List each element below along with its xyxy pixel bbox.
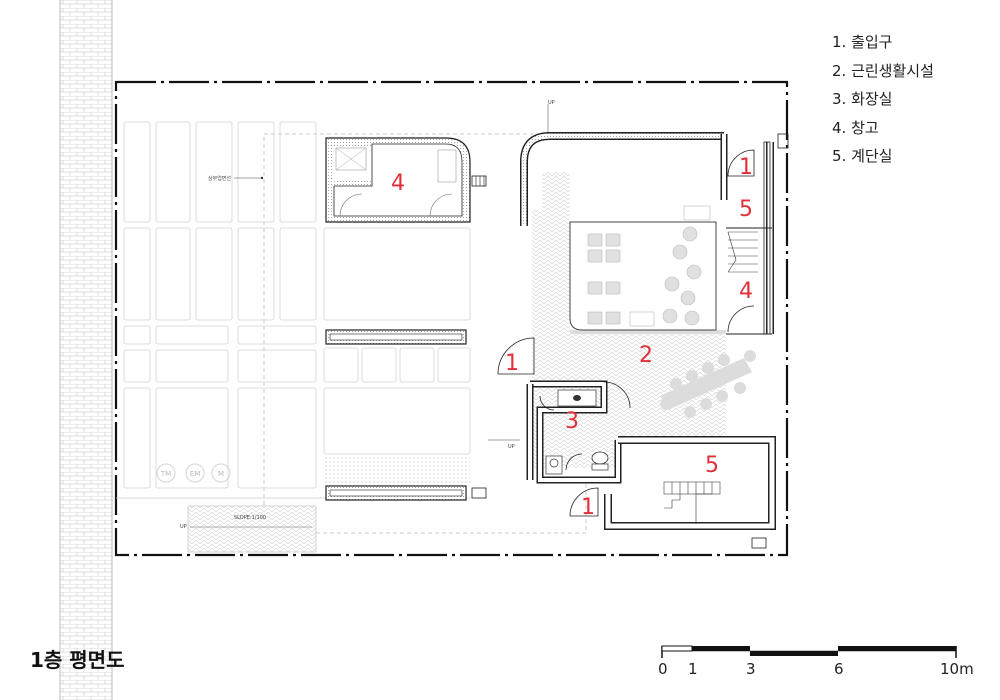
legend-item-retail: 2. 근린생활시설 — [832, 61, 934, 80]
room-label-storage-right: 4 — [739, 279, 753, 304]
boundary-note: 상부업면선 — [208, 175, 264, 182]
entrance-ramp: SLOPE:1/100 UP — [180, 505, 317, 553]
legend-item-storage: 4. 창고 — [832, 118, 879, 137]
dotted-paving — [324, 456, 470, 486]
room-label-entrance-mid: 1 — [505, 351, 519, 376]
room-label-stair-bottom: 5 — [705, 453, 719, 478]
up-marks — [488, 104, 549, 441]
scale-label-1: 1 — [688, 660, 698, 678]
restroom-fixtures — [545, 389, 609, 475]
column-detail — [777, 133, 789, 149]
parking-mark-tm: TM — [160, 470, 171, 478]
parking-mark-em: EM — [190, 470, 200, 478]
up-mark-ramp: UP — [180, 524, 187, 530]
room-label-storage-left: 4 — [391, 171, 405, 196]
column-detail-bottom — [751, 537, 767, 549]
room-label-stair-top-right: 5 — [739, 197, 753, 222]
scale-label-10m: 10m — [940, 660, 974, 678]
parking-marks: TM EM M — [156, 463, 231, 483]
room-label-entrance-bottom: 1 — [581, 495, 595, 520]
brick-wall-strip — [59, 0, 113, 700]
retail-tables — [660, 350, 756, 418]
parking-mark-m: M — [218, 470, 224, 478]
drawing-title: 1층 평면도 — [30, 648, 125, 672]
scale-label-3: 3 — [746, 660, 756, 678]
stairs-right — [727, 231, 758, 273]
scale-bar — [661, 645, 957, 658]
storage-room-left — [325, 137, 487, 223]
stairs-bottom — [663, 481, 721, 524]
site-boundary — [114, 80, 789, 557]
legend-item-stairwell: 5. 계단실 — [832, 147, 893, 165]
legend: 1. 출입구 2. 근린생활시설 3. 화장실 4. 창고 5. 계단실 — [832, 28, 934, 171]
up-mark-top: UP — [548, 100, 555, 106]
room-label-entrance-top-right: 1 — [739, 155, 753, 180]
kitchen-fixtures — [587, 205, 711, 327]
legend-item-restroom: 3. 화장실 — [832, 90, 893, 108]
up-mark-mid: UP — [508, 444, 515, 450]
parking-grid — [123, 121, 471, 489]
room-label-restroom: 3 — [565, 409, 579, 434]
door-swings — [497, 149, 755, 517]
boundary-note-text: 상부업면선 — [208, 175, 231, 182]
scale-label-0: 0 — [658, 660, 668, 678]
scale-label-6: 6 — [834, 660, 844, 678]
room-label-retail: 2 — [639, 343, 653, 368]
slope-label: SLOPE:1/100 — [234, 515, 266, 521]
legend-item-entrance: 1. 출입구 — [832, 33, 893, 51]
